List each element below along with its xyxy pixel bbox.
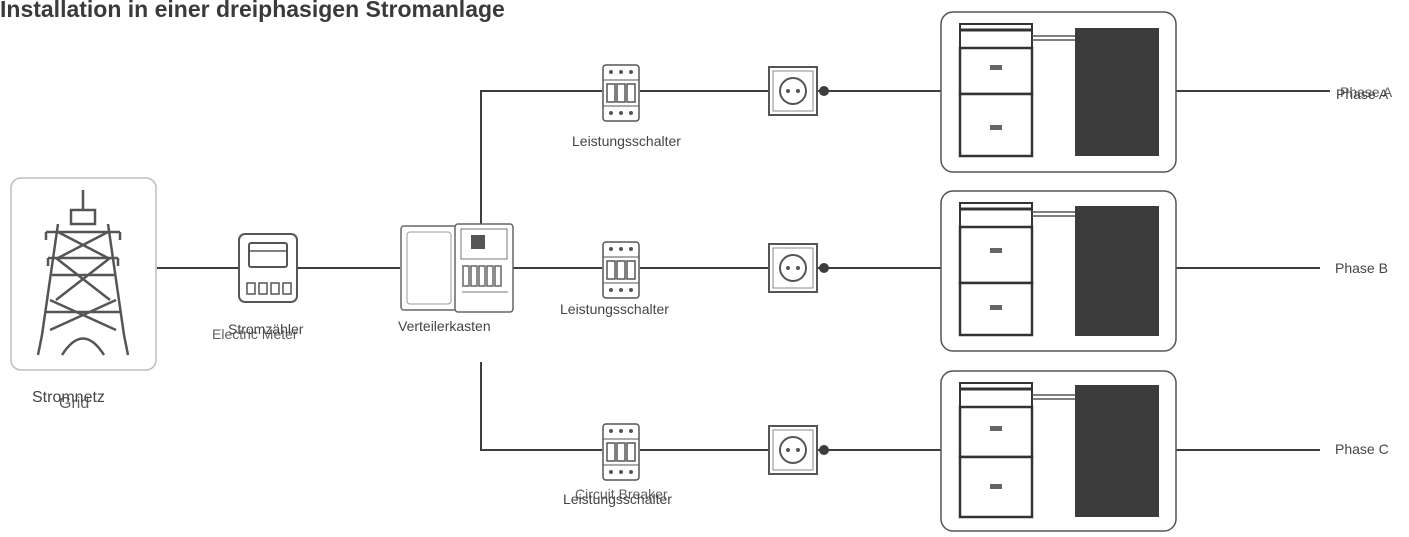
- breaker-label-c-en: Circuit Breaker: [575, 486, 668, 502]
- breaker-icon: [602, 241, 640, 299]
- meter-label-de: Stromzähler: [228, 321, 304, 337]
- meter-icon: [238, 233, 298, 303]
- battery-solar-unit-icon: [940, 11, 1177, 173]
- distribution-box-icon: [400, 223, 514, 313]
- socket-icon: [768, 66, 829, 116]
- phase-c-label: Phase C: [1335, 441, 1389, 457]
- phase-a-label-de: Phase A: [1336, 86, 1389, 102]
- battery-solar-unit-icon: [940, 190, 1177, 352]
- socket-icon: [768, 425, 829, 475]
- wiring-lines: [157, 90, 1330, 451]
- grid-tower-icon: [10, 177, 157, 371]
- battery-solar-unit-icon: [940, 370, 1177, 532]
- grid-label-de: Stromnetz: [32, 389, 105, 406]
- page-title: Installation in einer dreiphasigen Strom…: [0, 0, 505, 22]
- breaker-label-c-de: Leistungsschalter: [563, 491, 672, 507]
- breaker-label-a: Leistungsschalter: [572, 133, 681, 149]
- socket-icon: [768, 243, 829, 293]
- distribution-label: Verteilerkasten: [398, 318, 491, 334]
- breaker-icon: [602, 64, 640, 122]
- meter-label-en: Electric Meter: [212, 326, 298, 342]
- breaker-label-b: Leistungsschalter: [560, 301, 669, 317]
- grid-label-en: Grid: [59, 395, 90, 412]
- breaker-icon: [602, 423, 640, 481]
- phase-a-label-en: Phase A: [1340, 84, 1393, 100]
- phase-b-label: Phase B: [1335, 260, 1388, 276]
